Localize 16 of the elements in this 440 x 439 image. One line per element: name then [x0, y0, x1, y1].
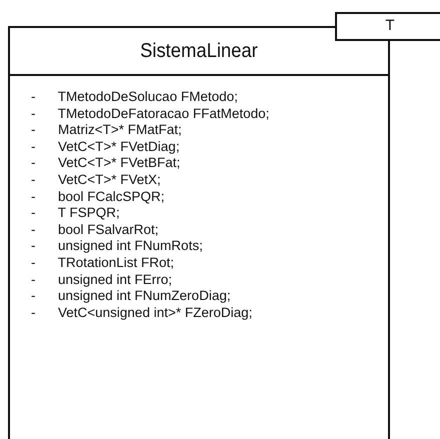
attribute-text: - Matriz<T>* FMatFat; [31, 122, 182, 139]
attribute-text: - T FSPQR; [31, 205, 120, 222]
attribute-text: - VetC<T>* FVetDiag; [31, 138, 180, 156]
attribute-text: - bool FCalcSPQR; [31, 188, 165, 206]
attribute-text: - VetC<T>* FVetBFat; [31, 155, 180, 172]
attribute-text: - VetC<T>* FVetX; [31, 172, 161, 189]
template-parameter-box: T [335, 12, 440, 41]
attribute-text: - TMetodoDeSolucao FMetodo; [31, 89, 238, 106]
attribute-text: - unsigned int FNumRots; [31, 238, 203, 255]
attribute-text: - VetC<unsigned int>* FZeroDiag; [31, 304, 252, 322]
attribute-text: - bool FSalvarRot; [31, 222, 159, 238]
attribute-text: - unsigned int FNumZeroDiag; [31, 288, 231, 305]
attribute-text: - TRotationList FRot; [31, 254, 174, 272]
class-name: SistemaLinear [140, 40, 258, 62]
attribute-text: - TMetodoDeFatoracao FFatMetodo; [31, 106, 270, 122]
attribute-text: - unsigned int FErro; [31, 272, 172, 288]
